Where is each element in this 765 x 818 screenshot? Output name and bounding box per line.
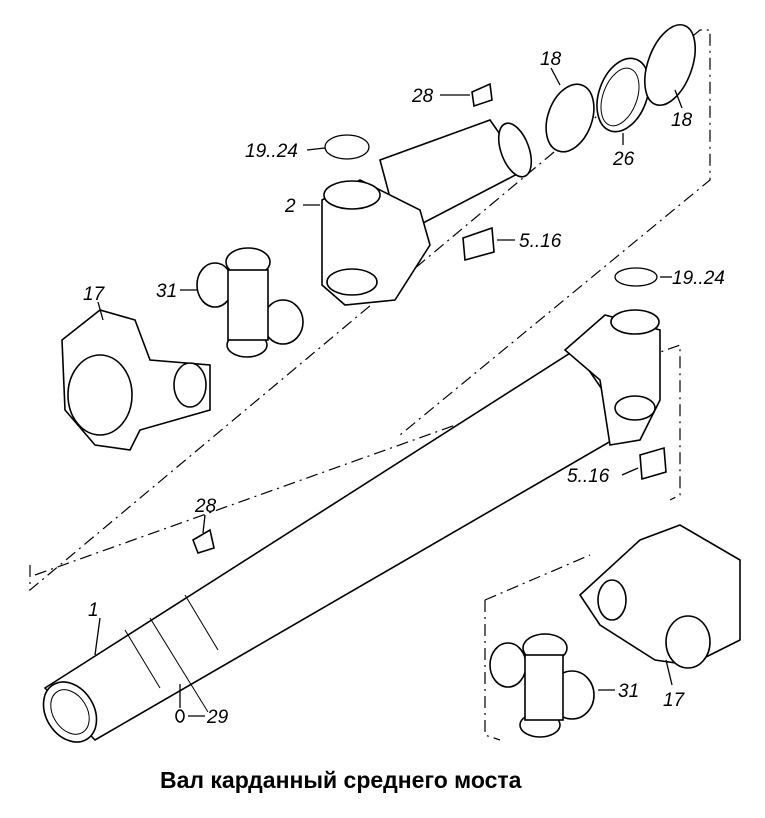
- callout-31-left: 31: [156, 281, 177, 302]
- small-parts: [175, 82, 667, 723]
- assembly-axis-lines: [29, 29, 711, 741]
- callout-17-left: 17: [83, 284, 106, 305]
- callout-26: 26: [612, 149, 635, 170]
- flange-yoke-left: [61, 309, 211, 451]
- universal-joint-left: [196, 247, 304, 358]
- drawing-caption: Вал карданный среднего моста: [160, 767, 522, 793]
- callout-29: 29: [206, 707, 229, 728]
- callout-labels: 1 2 17 17 18 18 19..24 19..24 26 28 28 2…: [83, 49, 725, 728]
- leader-lines: [94, 67, 683, 717]
- callout-28-top: 28: [411, 86, 434, 107]
- universal-joint-right: [489, 633, 595, 738]
- sliding-yoke-shaft: [321, 119, 533, 306]
- flange-yoke-right: [578, 524, 741, 669]
- callout-2: 2: [284, 196, 296, 217]
- main-shaft-tube: [42, 309, 661, 743]
- callout-19-24-top: 19..24: [245, 141, 298, 162]
- callout-18-right: 18: [671, 110, 693, 131]
- callout-5-16-top: 5..16: [519, 231, 562, 252]
- callout-19-24-right: 19..24: [672, 268, 725, 289]
- circlips: [324, 134, 658, 287]
- callout-5-16-mid: 5..16: [567, 466, 610, 487]
- rings-and-seal: [545, 24, 696, 153]
- callout-1: 1: [88, 600, 99, 621]
- callout-28-mid: 28: [194, 496, 217, 517]
- callout-17-right: 17: [663, 690, 686, 711]
- callout-18-top: 18: [540, 49, 562, 70]
- callout-31-right: 31: [618, 681, 639, 702]
